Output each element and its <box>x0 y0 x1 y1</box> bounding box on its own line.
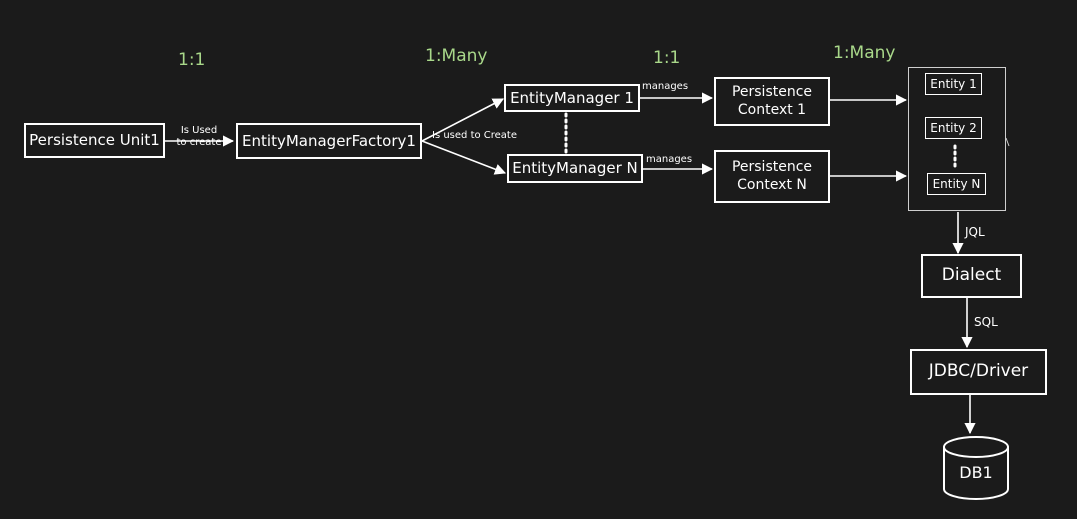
arrow-emf-to-emn <box>421 140 507 175</box>
entity-1-node: Entity 1 <box>925 73 982 95</box>
persistence-context-n-node: Persistence Context N <box>714 150 830 203</box>
edge-label-is-used-to-create-2: Is used to Create <box>432 130 518 141</box>
edge-label-manages-1: manages <box>642 81 689 92</box>
persistence-context-1-line-1: Persistence <box>731 84 813 100</box>
entity-manager-factory-node: EntityManagerFactory1 <box>236 123 422 159</box>
edge-label-is-used-line-2: to create <box>176 136 222 148</box>
arrow-emf-to-em1 <box>421 98 504 142</box>
ratio-unit-factory: 1:1 <box>178 50 206 70</box>
dialect-node: Dialect <box>921 254 1022 298</box>
entity-manager-1-node: EntityManager 1 <box>504 84 640 112</box>
entity-n-node: Entity N <box>927 173 986 195</box>
persistence-context-1-line-2: Context 1 <box>737 101 807 118</box>
entity-manager-n-label: EntityManager N <box>512 159 638 178</box>
edge-label-manages-n: manages <box>646 154 693 165</box>
entity-2-node: Entity 2 <box>925 117 982 139</box>
persistence-context-n-line-2: Context N <box>737 176 807 193</box>
entity-manager-1-label: EntityManager 1 <box>510 88 634 107</box>
persistence-context-n-line-1: Persistence <box>731 159 813 175</box>
edge-label-is-used-to-create: Is Used to create <box>170 125 228 148</box>
ratio-factory-managers: 1:Many <box>425 46 488 66</box>
ratio-manager-context: 1:1 <box>653 48 681 68</box>
jdbc-driver-label: JDBC/Driver <box>928 361 1029 382</box>
edge-label-jql: JQL <box>965 225 985 239</box>
entity-1-label: Entity 1 <box>930 76 977 91</box>
dialect-label: Dialect <box>941 265 1002 286</box>
db-label: DB1 <box>959 463 993 482</box>
entity-manager-factory-label: EntityManagerFactory1 <box>242 131 416 150</box>
ratio-context-entities: 1:Many <box>833 43 896 63</box>
persistence-context-1-node: Persistence Context 1 <box>714 77 830 126</box>
jdbc-driver-node: JDBC/Driver <box>910 349 1047 395</box>
entity-container-tick <box>1005 137 1010 147</box>
entity-container <box>908 67 1006 211</box>
edge-label-sql: SQL <box>974 315 998 329</box>
entity-n-label: Entity N <box>932 176 981 191</box>
edge-label-is-used-line-1: Is Used <box>180 125 218 136</box>
entity-manager-n-node: EntityManager N <box>507 154 643 183</box>
persistence-unit-node: Persistence Unit1 <box>24 123 165 158</box>
entity-2-label: Entity 2 <box>930 120 977 135</box>
persistence-unit-label: Persistence Unit1 <box>29 131 160 150</box>
database-cylinder-icon <box>943 436 1009 500</box>
